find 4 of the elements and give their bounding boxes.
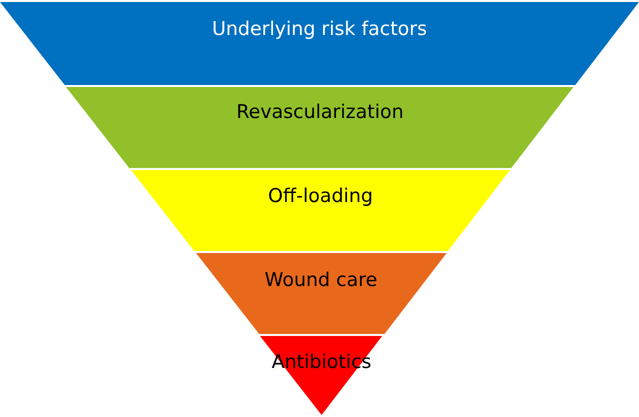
band-label: Underlying risk factors [210, 18, 428, 40]
band-label: Revascularization [235, 101, 405, 123]
band-label: Off-loading [267, 185, 374, 207]
band-label: Wound care [264, 269, 378, 291]
